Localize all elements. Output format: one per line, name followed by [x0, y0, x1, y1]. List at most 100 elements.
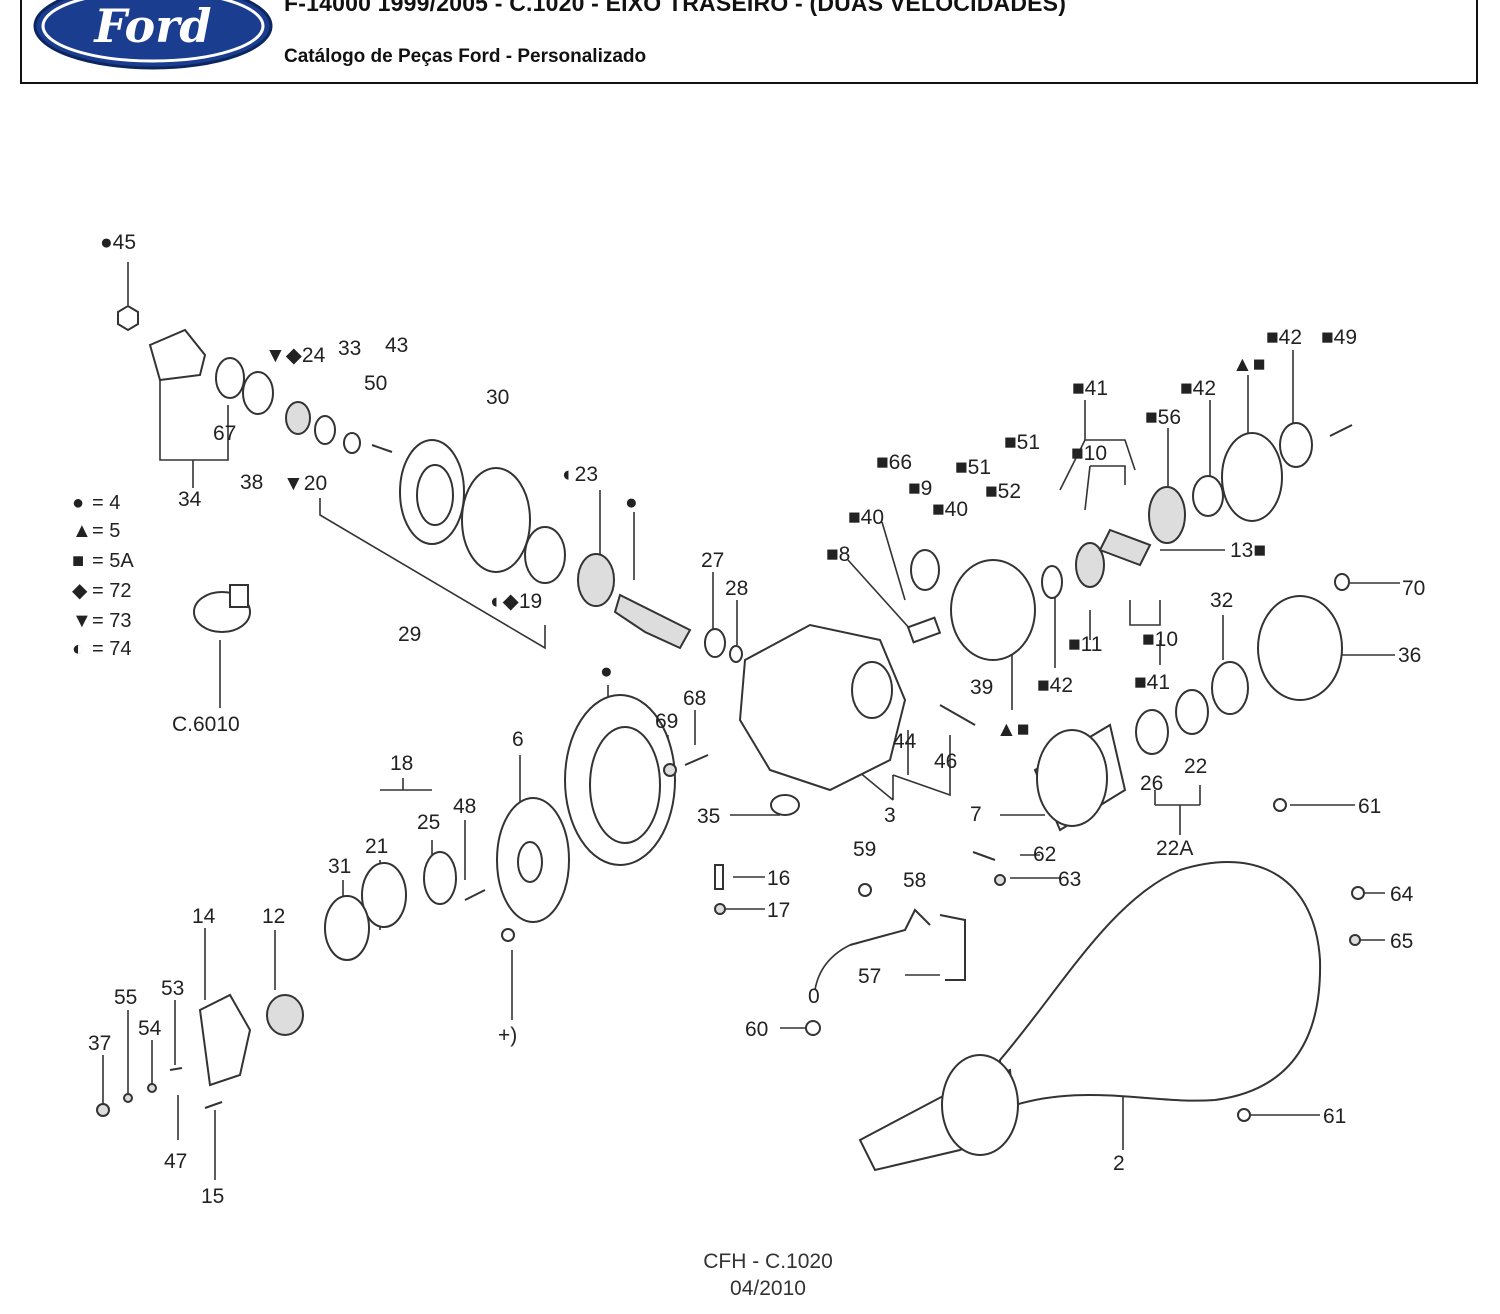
bearing-shape	[423, 851, 457, 905]
callout: +)	[498, 1024, 517, 1047]
stud-shape	[169, 1067, 183, 1071]
nut-shape	[1334, 573, 1350, 591]
callout: 63	[1058, 868, 1081, 891]
bracket-shape	[939, 914, 966, 981]
switch-plug-shape	[229, 584, 249, 608]
yoke-shape	[148, 328, 207, 382]
callout: 61	[1358, 795, 1381, 818]
callout: 18	[390, 752, 413, 775]
fitting-shape	[805, 1020, 821, 1036]
callout: ●	[600, 660, 613, 683]
callout: 0	[808, 985, 820, 1008]
callout: ■11	[1068, 633, 1102, 656]
spring-shape	[684, 754, 709, 766]
callout: 53	[161, 977, 184, 1000]
callout: 15	[201, 1185, 224, 1208]
stud-shape	[204, 1101, 223, 1109]
cup-shape	[524, 526, 566, 584]
callout: 3	[884, 804, 896, 827]
shim-shape	[324, 895, 370, 961]
callout: 2	[1113, 1152, 1125, 1175]
diagram-code: CFH - C.1020	[703, 1250, 833, 1273]
legend-text: = 74	[92, 638, 131, 660]
callout: 37	[88, 1032, 111, 1055]
bolt-shape	[939, 704, 976, 726]
callout: 57	[858, 965, 881, 988]
washer-shape	[147, 1083, 157, 1093]
nut-shape	[994, 874, 1006, 886]
callout: ▼20	[283, 472, 327, 495]
legend-text: = 73	[92, 610, 131, 632]
nut-shape	[285, 401, 311, 435]
callout: 7	[970, 803, 982, 826]
flange-shape	[1257, 595, 1343, 701]
pin-shape	[906, 616, 942, 644]
callout: ■40	[932, 498, 968, 521]
nut-shape	[96, 1103, 110, 1117]
seal-shape	[215, 357, 245, 399]
callout: ■40	[848, 506, 884, 529]
breather-shape	[858, 883, 872, 897]
callout: 48	[453, 795, 476, 818]
plug-shape	[1351, 886, 1365, 900]
page-title: F-14000 1999/2005 - C.1020 - EIXO TRASEI…	[284, 0, 1067, 16]
washer-shape	[314, 415, 336, 445]
callout: 16	[767, 867, 790, 890]
ring-shape	[1279, 422, 1313, 468]
housing-bore-shape	[851, 661, 893, 719]
legend: ●= 4 ▲= 5 ■= 5A ◆= 72 ▼= 73 ◐= 74	[72, 492, 134, 660]
callout: ●	[625, 491, 638, 514]
seal-shape	[242, 371, 274, 415]
callout: 43	[385, 334, 408, 357]
callout: ■42	[1180, 377, 1216, 400]
callout: 54	[138, 1017, 162, 1040]
callout: 14	[192, 905, 216, 928]
nut-shape	[117, 304, 139, 332]
callout: 47	[164, 1150, 187, 1173]
callout: 69	[655, 710, 678, 733]
ball-shape	[714, 903, 726, 915]
bolt-shape	[972, 851, 996, 861]
callout: ■10	[1142, 628, 1178, 651]
callout: 70	[1402, 577, 1425, 600]
callout: 28	[725, 577, 748, 600]
legend-text: = 5A	[92, 550, 134, 572]
case-flange-bore-shape	[517, 841, 543, 883]
plug-shape	[1237, 1108, 1251, 1122]
callout: 62	[1033, 843, 1056, 866]
plug-shape	[1273, 798, 1287, 812]
callout: 33	[338, 337, 361, 360]
callout: 31	[328, 855, 351, 878]
callout: ■8	[826, 543, 850, 566]
legend-symbol: ◐	[72, 638, 84, 660]
callout: 61	[1323, 1105, 1346, 1128]
callout: ■42	[1037, 674, 1073, 697]
callout: ■41	[1072, 377, 1108, 400]
part-callouts: ●45 ▼◆24 33 43 50 67 38 34 ▼20 30 29 ◐23…	[88, 231, 1425, 1208]
legend-symbol: ▼	[72, 610, 92, 632]
callout: 67	[213, 422, 236, 445]
callout: ■10	[1071, 442, 1107, 465]
fork-shape	[770, 794, 800, 816]
legend-text: = 72	[92, 580, 131, 602]
cover-plate-shape	[198, 993, 252, 1087]
gear-shaft-shape	[266, 994, 304, 1036]
cover-bore-shape	[416, 464, 454, 526]
legend-symbol: ▲	[72, 520, 92, 542]
callout: 46	[934, 750, 957, 773]
callout: ▼◆24	[265, 344, 326, 367]
legend-text: = 5	[92, 520, 120, 542]
callout: 17	[767, 899, 790, 922]
callout: 26	[1140, 772, 1163, 795]
carrier-shape	[461, 467, 531, 573]
cup-shape	[361, 862, 407, 928]
callout: 64	[1390, 883, 1414, 906]
callout: ■51	[1004, 431, 1040, 454]
pinion-shape	[613, 593, 692, 650]
axle-housing-shape	[999, 861, 1322, 1112]
callout: 30	[486, 386, 509, 409]
callout: 32	[1210, 589, 1233, 612]
part-shapes	[96, 304, 1365, 1172]
callout: ◐23	[562, 463, 598, 486]
